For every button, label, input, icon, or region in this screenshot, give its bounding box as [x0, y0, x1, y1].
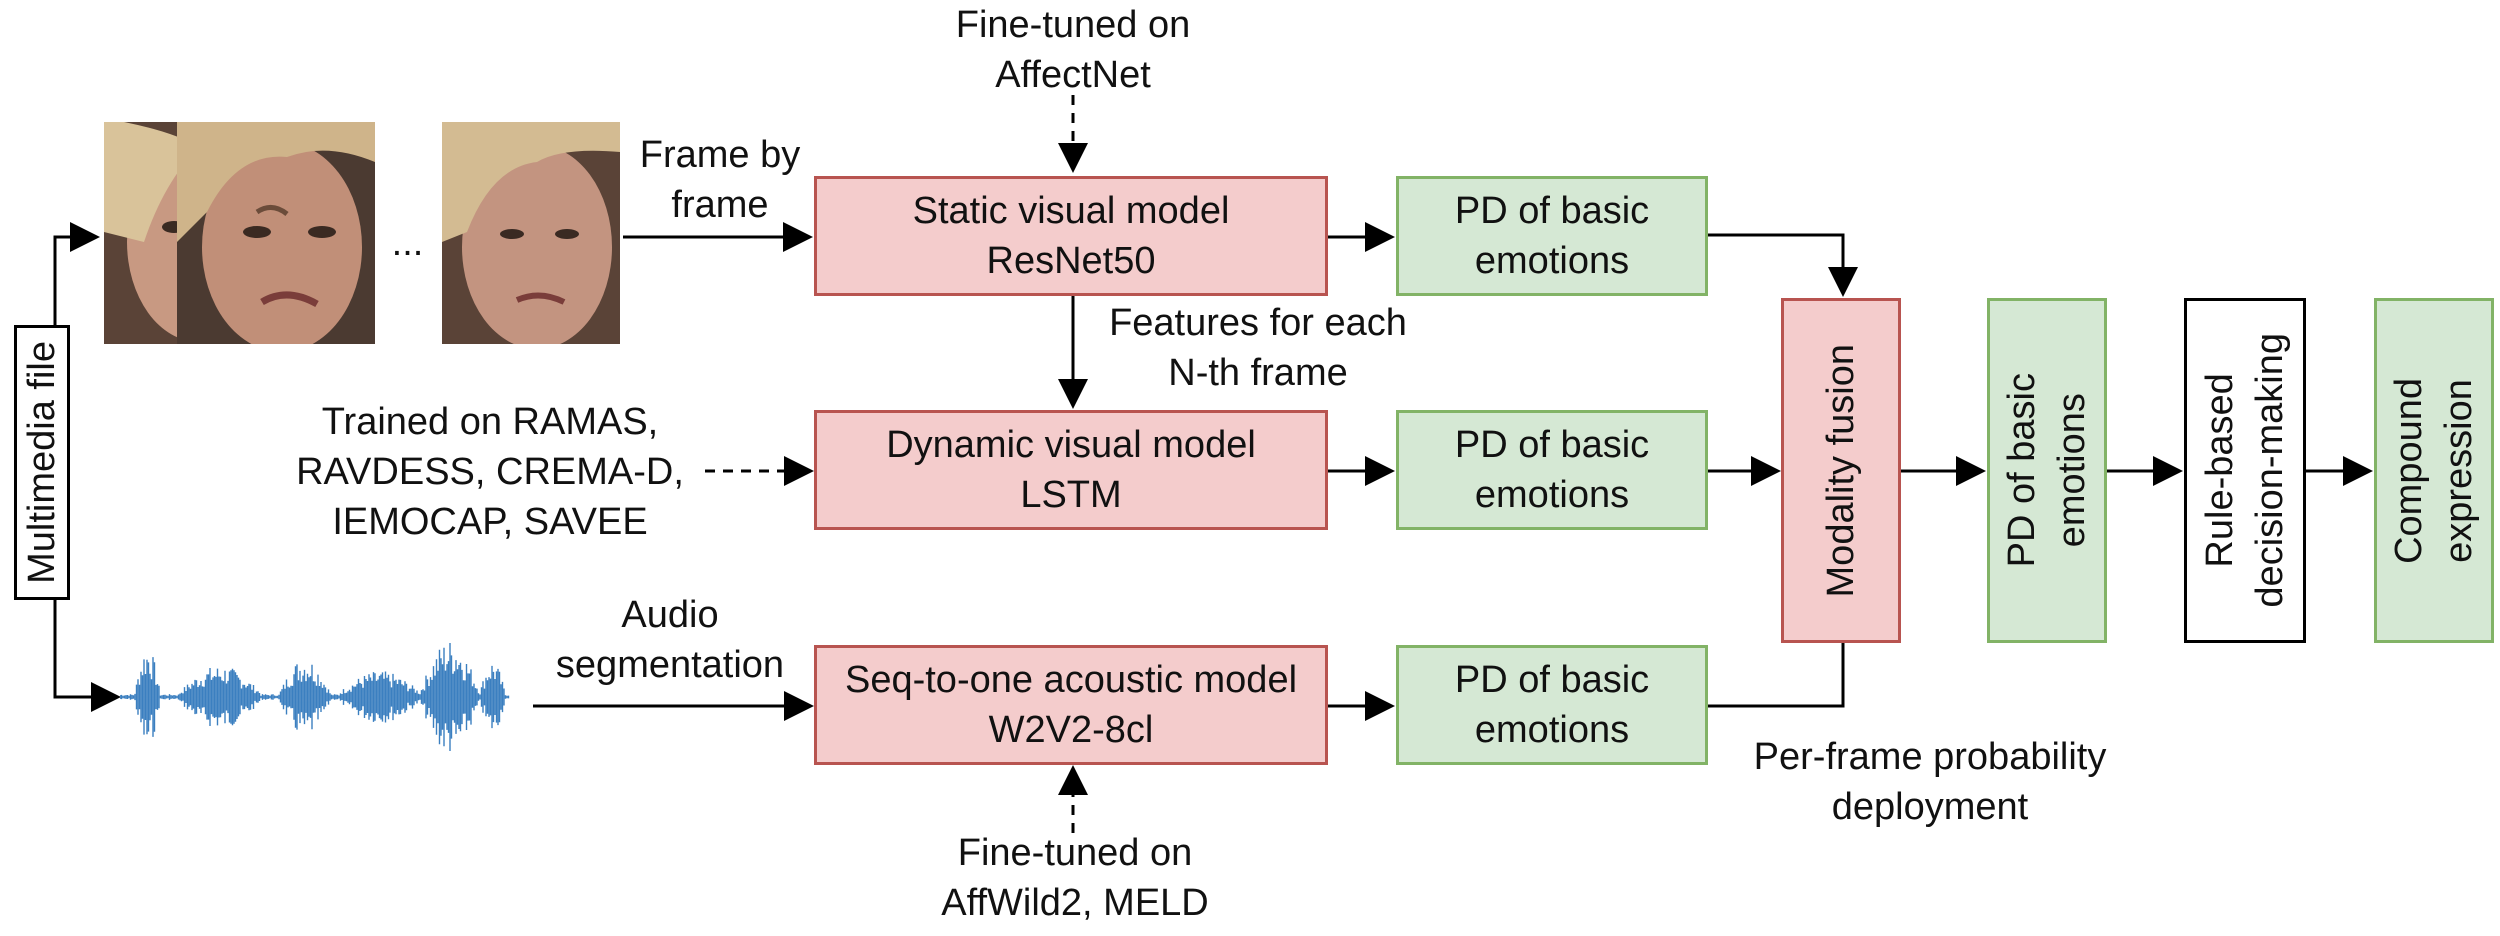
fine-tuned-affectnet-label: Fine-tuned on AffectNet	[955, 4, 1191, 96]
fine-tuned-affwild-label: Fine-tuned on AffWild2, MELD	[941, 832, 1209, 924]
dynamic-visual-model-box: Dynamic visual model LSTM	[814, 410, 1328, 530]
static-visual-model-box: Static visual model ResNet50	[814, 176, 1328, 296]
arrow-pd-static-to-fusion	[1707, 233, 1858, 297]
acoustic-model-box: Seq-to-one acoustic model W2V2-8cl	[814, 645, 1328, 765]
face-frame-image	[442, 122, 620, 344]
features-each-frame-label: Features for each N-th frame	[1109, 302, 1407, 394]
per-frame-label: Per-frame probability deployment	[1753, 736, 2107, 828]
frames-ellipsis: ...	[391, 222, 424, 264]
pd-acoustic-box: PD of basic emotions	[1396, 645, 1708, 765]
rule-based-decision-box: Rule-based decision-making	[2184, 298, 2306, 643]
pd-dynamic-box: PD of basic emotions	[1396, 410, 1708, 530]
arrow-file-to-audio	[53, 600, 121, 712]
multimedia-file-box: Multimedia file	[14, 325, 70, 600]
audio-segmentation-label: Audio segmentation	[555, 594, 785, 686]
arrow-file-to-frames	[53, 222, 100, 325]
modality-fusion-label: Modality fusion	[1820, 343, 1862, 598]
pd-static-box: PD of basic emotions	[1396, 176, 1708, 296]
multimedia-file-label: Multimedia file	[21, 341, 63, 584]
audio-waveform-image	[120, 636, 510, 758]
trained-on-label: Trained on RAMAS, RAVDESS, CREMA-D, IEMO…	[296, 401, 684, 543]
compound-expression-box: Compound expression	[2374, 298, 2494, 643]
face-frame-image	[177, 122, 375, 344]
modality-fusion-box: Modality fusion	[1781, 298, 1901, 643]
pd-fused-box: PD of basic emotions	[1987, 298, 2107, 643]
frame-by-frame-label: Frame by frame	[639, 134, 801, 226]
